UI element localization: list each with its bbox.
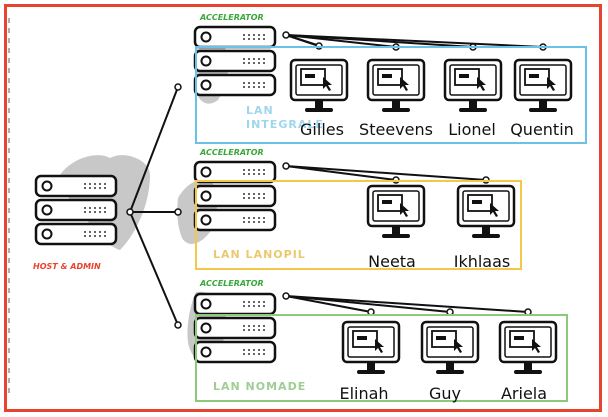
monitor-cursor-icon: [341, 320, 401, 374]
client-name: Elinah: [339, 384, 389, 403]
lan-box-lanopil: [195, 180, 522, 270]
connection-node: [282, 31, 290, 39]
monitor-cursor-icon: [420, 320, 480, 374]
monitor-cursor-icon: [456, 184, 516, 238]
connection-node: [126, 208, 134, 216]
accelerator-label: ACCELERATOR: [200, 13, 264, 22]
connection-node: [174, 208, 182, 216]
lan-label-nomade: LAN NOMADE: [213, 380, 307, 393]
connection-node: [282, 162, 290, 170]
connection-lines: [126, 31, 547, 329]
connection-line: [129, 211, 179, 326]
server-rack-icon: [193, 160, 277, 232]
monitor-cursor-icon: [513, 58, 573, 112]
diagram-frame: [4, 4, 602, 412]
client-name: Steevens: [359, 120, 433, 139]
lan-label-lanopil: LAN LANOPIL: [213, 248, 306, 261]
connection-node: [282, 292, 290, 300]
accelerator-label: ACCELERATOR: [200, 148, 264, 157]
monitor-cursor-icon: [366, 184, 426, 238]
connection-node: [174, 321, 182, 329]
client-name: Quentin: [510, 120, 574, 139]
client-name: Neeta: [368, 252, 416, 271]
connection-line: [285, 295, 529, 313]
connection-line: [285, 34, 544, 48]
left-dashed-border: [8, 18, 10, 398]
server-rack-icon: [34, 174, 118, 246]
connection-line: [129, 86, 179, 213]
client-name: Gilles: [300, 120, 344, 139]
monitor-cursor-icon: [366, 58, 426, 112]
connection-line: [285, 165, 487, 181]
servers-layer: [34, 25, 277, 364]
client-name: Lionel: [448, 120, 496, 139]
lan-box-integrale: [195, 46, 587, 144]
accelerator-label: ACCELERATOR: [200, 279, 264, 288]
monitor-cursor-icon: [443, 58, 503, 112]
server-rack-icon: [193, 25, 277, 97]
client-name: Guy: [428, 384, 461, 403]
client-name: Ariela: [500, 384, 548, 403]
connection-line: [285, 165, 397, 181]
connection-line: [285, 34, 321, 47]
connection-line: [285, 295, 372, 313]
monitor-cursor-icon: [498, 320, 558, 374]
host-label: HOST & ADMIN: [33, 262, 101, 271]
connection-node: [174, 83, 182, 91]
monitor-cursor-icon: [289, 58, 349, 112]
lan-box-nomade: [195, 314, 568, 402]
client-name: Ikhlaas: [453, 252, 511, 271]
monitors-layer: [289, 58, 573, 374]
